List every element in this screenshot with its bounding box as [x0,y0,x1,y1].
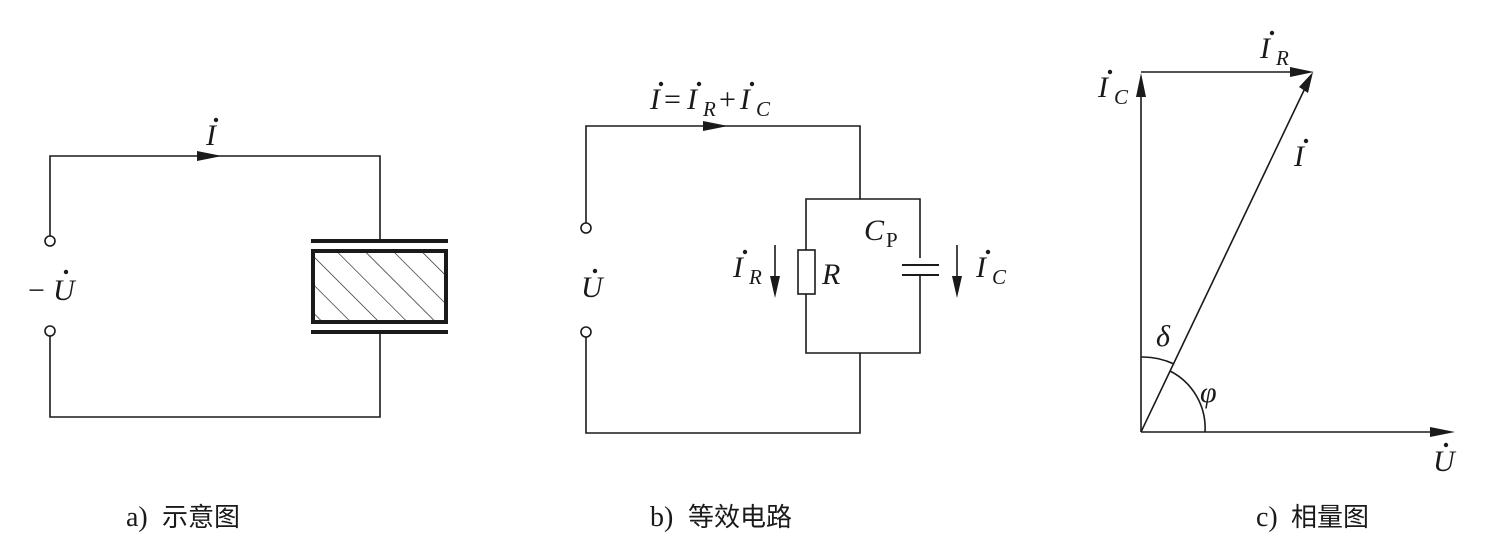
current-symbol: I [205,119,218,152]
capacitor-sub: P [886,228,898,252]
branch-R-base: I [732,251,745,284]
dot-mark [1303,138,1309,144]
branch-arrow-R-head [770,276,780,298]
eq-IR-sub: R [702,97,716,121]
eq-IC-sub: C [756,97,771,121]
terminal-top [580,222,592,234]
label-branch-current-C: I C [975,249,1007,289]
voltage-symbol: U [581,271,605,304]
bottom-wire [49,332,381,418]
top-wire [585,125,921,258]
voltage-symbol: U [53,274,77,307]
angle-phi-label: φ [1200,376,1217,409]
label-phasor-I: I [1293,138,1309,173]
bottom-wire [585,337,861,434]
branch-C-base: I [975,251,988,284]
eq-IC: I [739,83,752,116]
top-wire [49,155,381,241]
panel-c-phasor-diagram: I C I R I U δ φ [1097,30,1457,478]
IR-sub: R [1275,46,1289,70]
label-phasor-IC: I C [1097,69,1129,109]
branch-R-sub: R [748,265,762,289]
label-current-equation: I = I R + I C [649,81,771,121]
dot-mark [63,269,69,275]
U-symbol: U [1433,445,1457,478]
IR-base: I [1259,32,1272,65]
dot-mark [1107,69,1113,75]
I-symbol: I [1293,140,1306,173]
IC-base: I [1097,71,1110,104]
caption-b-letter: b) [650,502,673,533]
dot-mark [742,249,748,255]
dot-mark [658,81,664,87]
label-phasor-U: U [1433,442,1457,478]
angle-arc-delta [1140,356,1175,365]
capacitor-base: C [864,214,885,247]
label-branch-current-R: I R [732,249,762,289]
label-voltage-U: − U [28,269,77,307]
dot-mark [1269,30,1275,36]
dot-mark [749,81,755,87]
branch-arrow-C-head [952,276,962,298]
eq-equals: = [664,83,681,116]
angle-arc-phi [1169,370,1206,433]
eq-plus: + [719,83,736,116]
caption-a-letter: a) [126,502,148,533]
dot-mark [1443,442,1449,448]
parallel-branch-bottom [805,276,921,354]
panel-a-schematic: I − U [28,117,448,418]
phasor-I-head [1299,72,1313,93]
caption-c: c) 相量图 [1256,502,1369,533]
resistor [797,249,816,295]
dielectric-block [311,249,448,324]
eq-IR: I [686,83,699,116]
phasor-I-shaft [1140,83,1308,433]
caption-b: b) 等效电路 [650,502,792,533]
current-arrow [197,151,222,161]
resistor-branch-top [805,198,860,250]
dot-mark [696,81,702,87]
label-current-I: I [205,117,219,152]
voltage-sign: − [28,274,45,307]
dot-mark [213,117,219,123]
dot-mark [985,249,991,255]
label-capacitor-CP: C P [864,214,898,252]
branch-C-sub: C [992,265,1007,289]
terminal-top [44,235,56,247]
caption-b-text: 等效电路 [688,503,792,533]
phasor-U-head [1430,427,1455,437]
IC-sub: C [1114,85,1129,109]
caption-c-text: 相量图 [1291,503,1369,533]
resistor-label: R [821,258,840,291]
phasor-IR-head [1290,67,1314,77]
label-phasor-IR: I R [1259,30,1289,70]
terminal-bottom [44,325,56,337]
angle-delta-label: δ [1156,320,1171,353]
terminal-bottom [580,326,592,338]
phasor-IC-head [1136,73,1146,97]
eq-I: I [649,83,662,116]
label-voltage-U: U [581,268,605,304]
dot-mark [592,268,598,274]
caption-c-letter: c) [1256,502,1278,533]
caption-a: a) 示意图 [126,502,240,533]
current-arrow [703,121,728,131]
caption-a-text: 示意图 [162,503,240,533]
panel-b-equivalent-circuit: I = I R + I C U I R R C P I C [580,81,1007,434]
